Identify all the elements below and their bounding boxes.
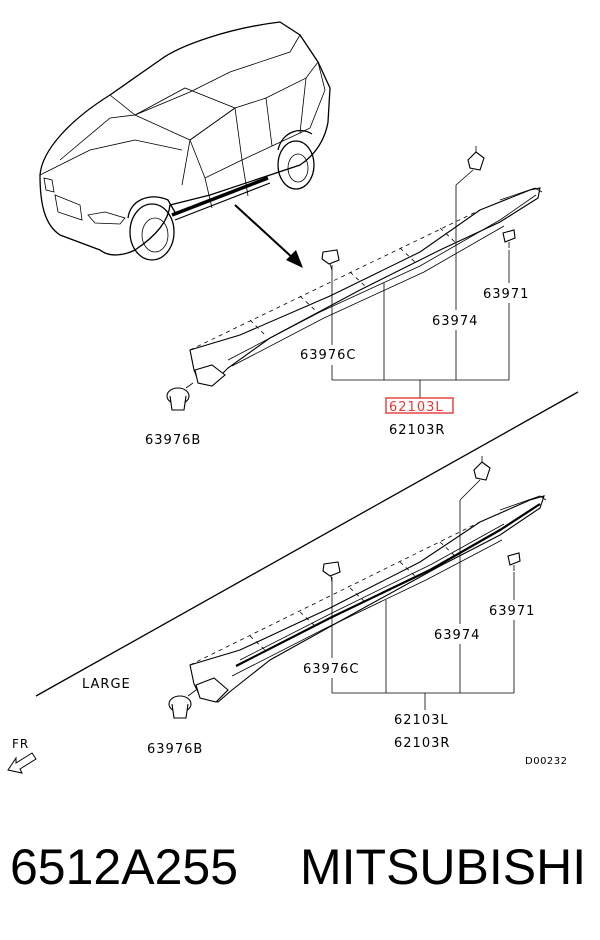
label-lower-62103l: 62103L: [394, 713, 449, 728]
label-lower-62103r: 62103R: [394, 736, 450, 751]
label-upper-62103l-highlighted: 62103L: [389, 400, 444, 415]
lower-leader-lines: [331, 479, 515, 710]
label-lower-63976b: 63976B: [147, 742, 203, 757]
lower-clip-63976b: [168, 689, 197, 719]
label-fr: FR: [12, 737, 29, 751]
lower-clip-63976c: [322, 561, 341, 583]
part-footer: 6512A255 MITSUBISHI: [0, 830, 600, 910]
label-upper-63974: 63974: [432, 314, 478, 329]
upper-screw-63971: [502, 229, 516, 248]
part-number: 6512A255: [10, 839, 239, 895]
lower-side-step: [189, 495, 547, 703]
diagram-code: D00232: [525, 756, 568, 767]
front-direction-indicator: FR: [7, 737, 37, 774]
label-upper-63976c: 63976C: [300, 348, 356, 363]
upper-clip-63976b: [166, 382, 194, 411]
label-upper-63976b: 63976B: [145, 433, 201, 448]
label-lower-63971: 63971: [489, 604, 535, 619]
label-lower-63976c: 63976C: [303, 662, 359, 677]
label-upper-63971: 63971: [483, 287, 529, 302]
lower-clip-63974: [473, 456, 491, 481]
pointer-arrow: [234, 204, 303, 268]
brand-name: MITSUBISHI: [300, 839, 587, 895]
label-lower-63974: 63974: [434, 628, 480, 643]
highlight-box: [385, 397, 454, 414]
parts-diagram: 63976C 63974 63971 63976B 62103L 62103R: [7, 21, 579, 774]
upper-clip-63976c: [321, 249, 340, 271]
upper-leader-lines: [331, 169, 510, 398]
lower-screw-63971: [507, 552, 521, 571]
label-upper-62103r: 62103R: [389, 423, 445, 438]
divider-line: [35, 391, 579, 697]
upper-clip-63974: [467, 146, 485, 171]
label-large-variant: LARGE: [82, 677, 131, 692]
front-arrow-icon: [7, 752, 37, 774]
upper-side-step: [189, 187, 543, 387]
vehicle-illustration: [39, 21, 331, 261]
